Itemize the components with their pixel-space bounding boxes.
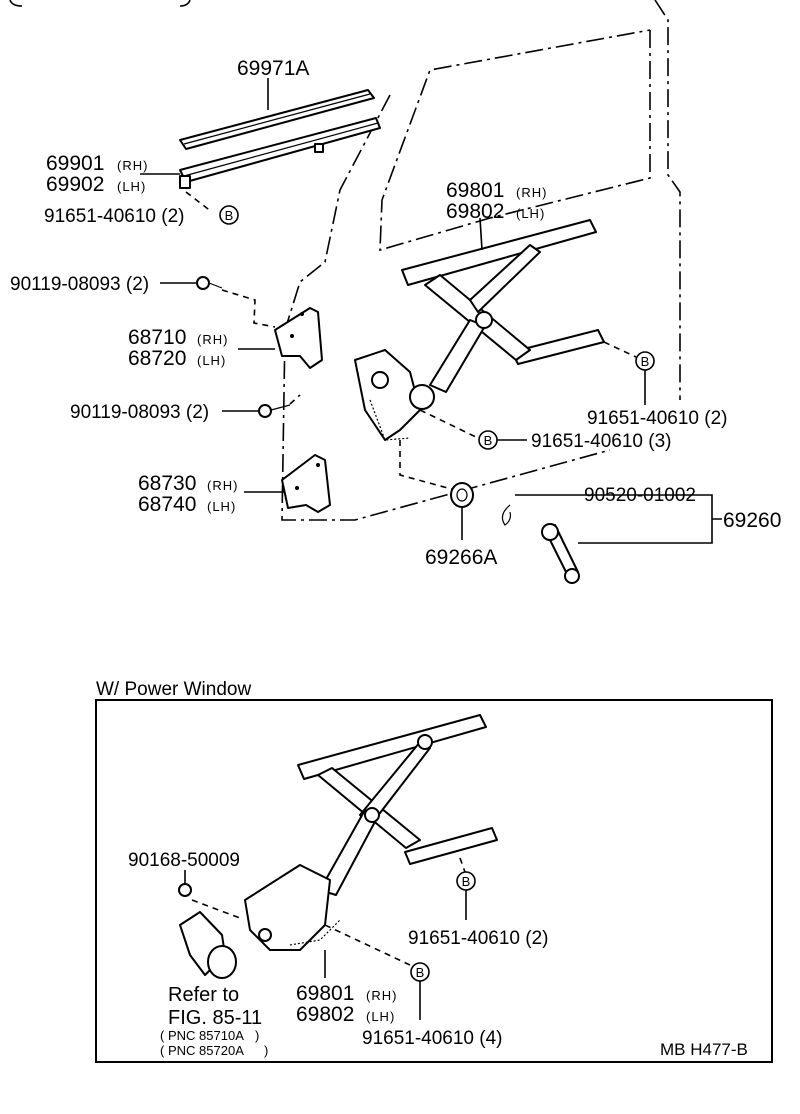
pnc-close-paren: ) xyxy=(264,1043,268,1058)
side-label: (LH) xyxy=(197,353,226,368)
b-marker: B xyxy=(410,962,430,982)
power-regulator xyxy=(244,714,498,951)
part-number-68730: 68730 xyxy=(138,472,196,495)
pnc-label: PNC 85710A xyxy=(168,1028,244,1043)
upper-hinge xyxy=(274,307,323,369)
side-label: (RH) xyxy=(197,332,228,347)
side-label: (LH) xyxy=(117,179,146,194)
door-outline xyxy=(281,0,681,521)
part-number-68720: 68720 xyxy=(128,347,186,370)
b-marker: B xyxy=(456,871,476,891)
side-label: (RH) xyxy=(207,478,238,493)
refer-label: Refer to xyxy=(168,984,239,1006)
side-label: (RH) xyxy=(516,185,547,200)
b-marker: B xyxy=(219,205,239,225)
handle-icon xyxy=(541,523,580,584)
svg-text:B: B xyxy=(462,874,471,889)
svg-text:B: B xyxy=(641,354,650,369)
part-number-69260: 69260 xyxy=(723,509,781,532)
part-number-91651-a: 91651-40610 (2) xyxy=(44,206,185,227)
side-label: (RH) xyxy=(366,988,397,1003)
side-label: (LH) xyxy=(366,1009,395,1024)
motor-icon xyxy=(179,911,237,979)
part-number-68710: 68710 xyxy=(128,326,186,349)
side-label: (LH) xyxy=(207,499,236,514)
part-number-68740: 68740 xyxy=(138,493,196,516)
inset-title: W/ Power Window xyxy=(96,679,251,700)
lower-hinge xyxy=(281,454,331,513)
part-number-91651-e: 91651-40610 (4) xyxy=(362,1028,503,1049)
part-number-69971a: 69971A xyxy=(237,57,309,80)
part-number-69901: 69901 xyxy=(46,152,104,175)
part-number-69902: 69902 xyxy=(46,173,104,196)
window-regulator xyxy=(354,219,605,441)
part-number-69802-inset: 69802 xyxy=(296,1003,354,1026)
part-number-91651-c: 91651-40610 (3) xyxy=(531,431,672,452)
inset-box xyxy=(95,699,773,1063)
part-number-69266a: 69266A xyxy=(425,546,497,569)
part-number-90168: 90168-50009 xyxy=(128,850,240,871)
part-number-90119-a: 90119-08093 (2) xyxy=(10,274,149,295)
top-cut-fragment xyxy=(9,0,191,7)
svg-text:B: B xyxy=(416,965,425,980)
part-number-91651-b: 91651-40610 (2) xyxy=(587,408,728,429)
b-marker: B xyxy=(478,430,498,450)
part-number-90520: 90520-01002 xyxy=(584,485,696,506)
part-number-91651-d: 91651-40610 (2) xyxy=(408,928,549,949)
glass-run-channel xyxy=(179,89,375,150)
part-number-90119-b: 90119-08093 (2) xyxy=(70,402,209,423)
b-marker: B xyxy=(635,351,655,371)
figure-code: MB H477-B xyxy=(660,1040,748,1059)
part-number-69801-inset: 69801 xyxy=(296,982,354,1005)
side-label: (LH) xyxy=(516,206,545,221)
part-number-69802: 69802 xyxy=(446,200,504,223)
bolt-icon xyxy=(178,883,192,897)
pnc-close-paren: ) xyxy=(255,1028,259,1043)
svg-text:B: B xyxy=(225,208,234,223)
refer-figure: FIG. 85-11 xyxy=(168,1007,262,1029)
pnc-open-paren: ( xyxy=(160,1043,165,1058)
division-bar xyxy=(179,117,381,189)
bushing-icon xyxy=(450,482,474,508)
screw-icon xyxy=(196,276,223,290)
part-number-69801: 69801 xyxy=(446,179,504,202)
clip-icon xyxy=(501,504,512,526)
pnc-open-paren: ( xyxy=(160,1028,165,1043)
screw-icon xyxy=(258,404,291,418)
side-label: (RH) xyxy=(117,158,148,173)
svg-text:B: B xyxy=(484,433,493,448)
pnc-label: PNC 85720A xyxy=(168,1043,244,1058)
